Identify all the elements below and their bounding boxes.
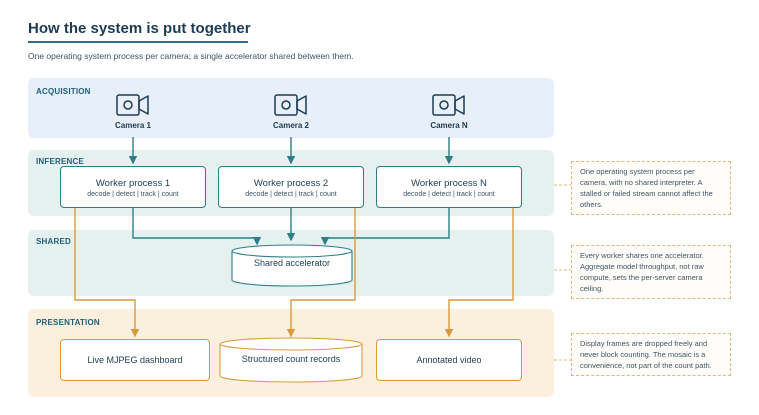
acquisition-label: ACQUISITION xyxy=(36,87,91,96)
worker-process-n: Worker process N decode | detect | track… xyxy=(376,166,522,208)
worker-stages: decode | detect | track | count xyxy=(245,191,337,198)
camera-icon xyxy=(432,94,465,116)
worker-process-2: Worker process 2 decode | detect | track… xyxy=(218,166,364,208)
accelerator-cylinder xyxy=(231,244,353,287)
worker-stages: decode | detect | track | count xyxy=(403,191,495,198)
camera-1: Camera 1 xyxy=(93,92,173,130)
worker-title: Worker process N xyxy=(411,178,487,189)
annotated-video-box: Annotated video xyxy=(376,339,522,381)
inference-label: INFERENCE xyxy=(36,157,85,166)
camera-label: Camera 2 xyxy=(272,121,310,130)
worker-title: Worker process 1 xyxy=(95,178,171,189)
arrow-worker2-records xyxy=(286,208,356,338)
live-dashboard-box: Live MJPEG dashboard xyxy=(60,339,210,381)
camera-icon xyxy=(274,94,307,116)
camera-2: Camera 2 xyxy=(251,92,331,130)
camera-icon xyxy=(116,94,149,116)
shared-accelerator-label: Shared accelerator xyxy=(253,258,331,268)
arrow-worker1-dashboard xyxy=(74,208,140,338)
camera-label: Camera 1 xyxy=(114,121,152,130)
worker-stages: decode | detect | track | count xyxy=(87,191,179,198)
structured-records-label: Structured count records xyxy=(241,354,341,364)
page-title: How the system is put together xyxy=(28,20,251,37)
arrow-worker1-accelerator xyxy=(132,208,262,246)
note-inference: One operating system process per camera,… xyxy=(571,161,731,215)
arrow-workerN-accelerator xyxy=(320,208,450,246)
page-subtitle: One operating system process per camera;… xyxy=(28,51,354,61)
camera-n: Camera N xyxy=(409,92,489,130)
acquisition-band xyxy=(28,78,554,138)
presentation-label: PRESENTATION xyxy=(36,318,100,327)
note-presentation: Display frames are dropped freely and ne… xyxy=(571,333,731,376)
shared-label: SHARED xyxy=(36,237,71,246)
camera-label: Camera N xyxy=(430,121,468,130)
note-shared: Every worker shares one accelerator. Agg… xyxy=(571,245,731,299)
worker-title: Worker process 2 xyxy=(253,178,329,189)
worker-process-1: Worker process 1 decode | detect | track… xyxy=(60,166,206,208)
records-cylinder xyxy=(219,337,363,383)
arrow-workerN-video xyxy=(444,208,514,338)
title-underline xyxy=(28,41,248,43)
